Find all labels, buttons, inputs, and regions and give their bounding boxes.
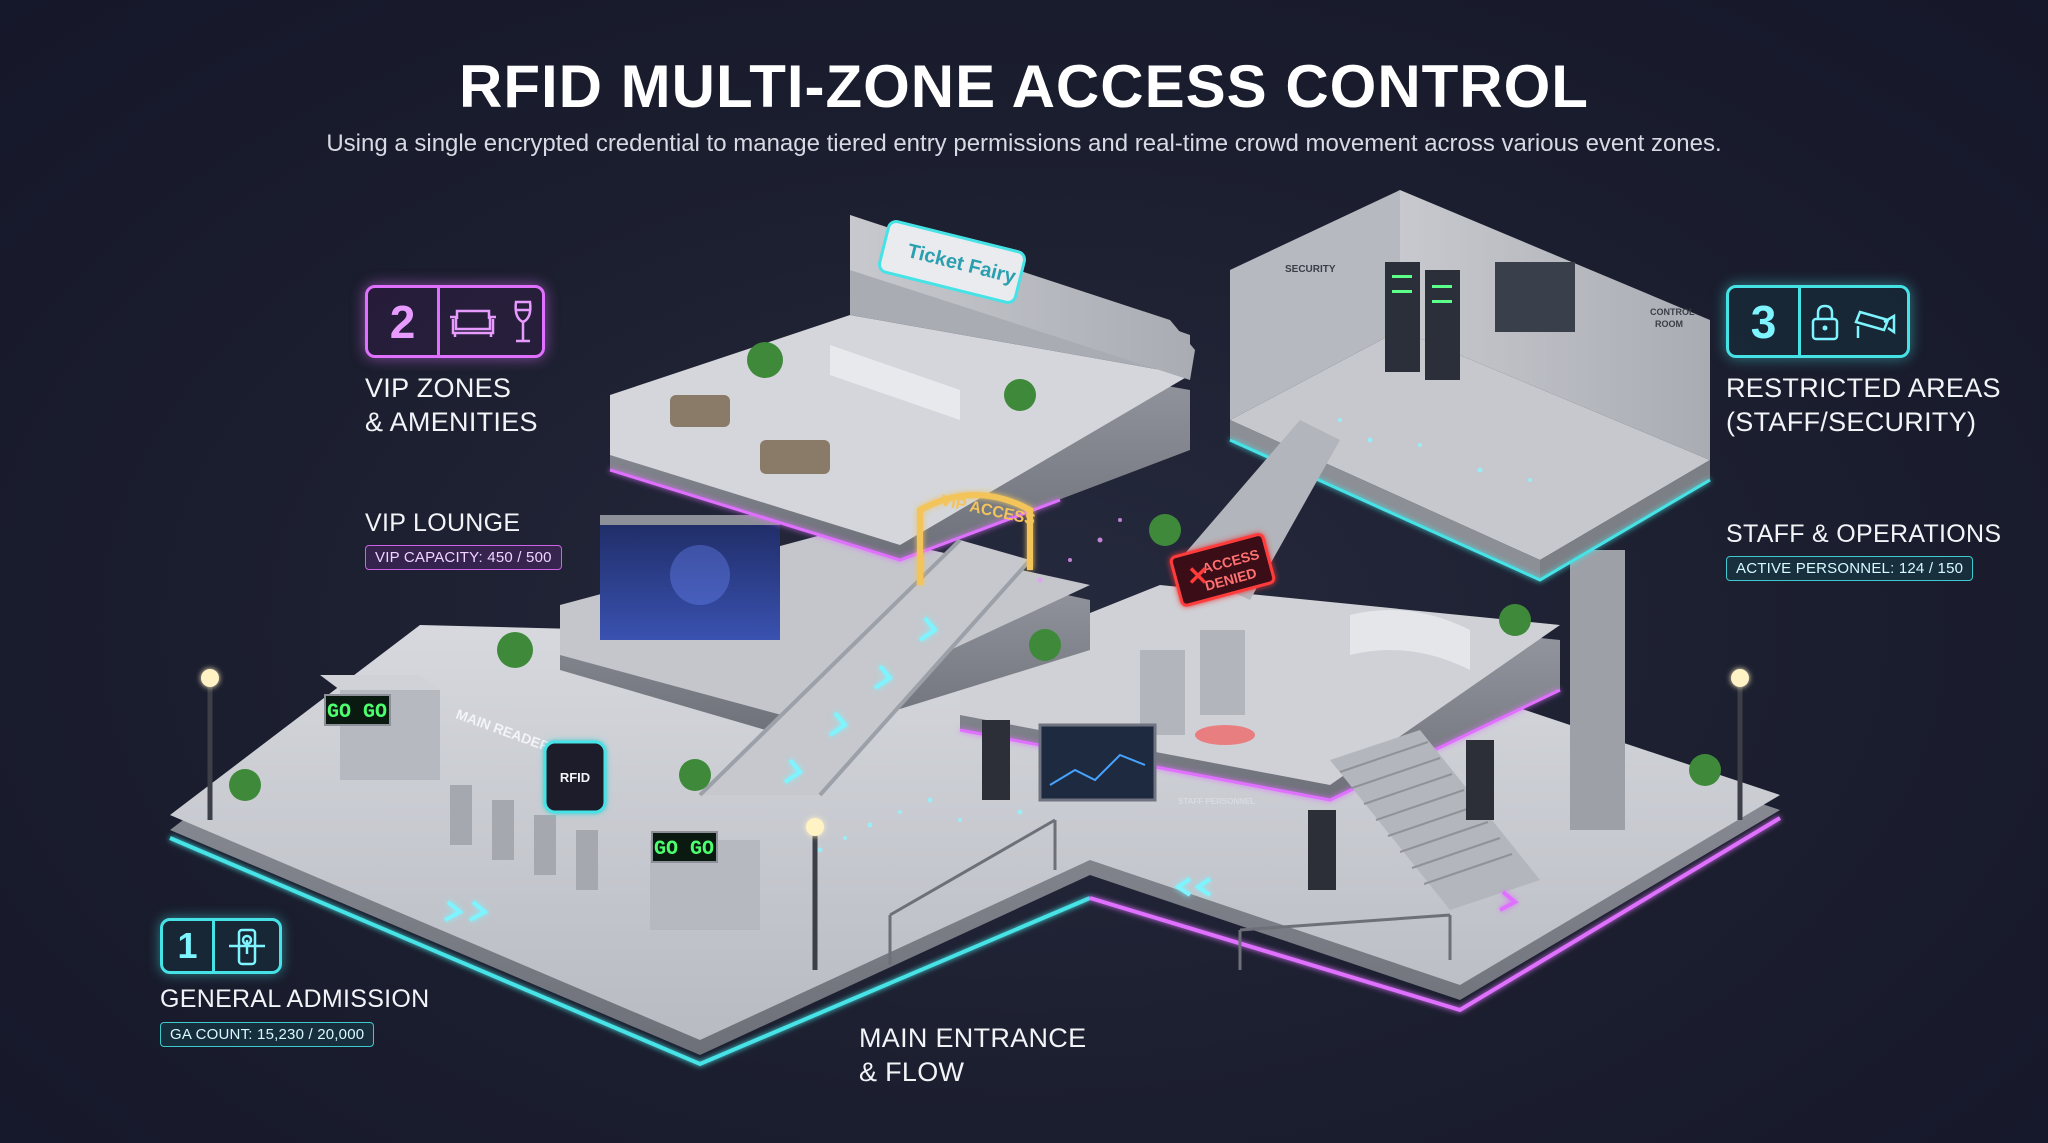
vip-capacity-label: VIP CAPACITY: — [375, 549, 483, 566]
denied-x-icon: ✕ — [1187, 561, 1209, 591]
active-personnel-value: 124 / 150 — [1898, 560, 1964, 577]
staff-operations-label: STAFF & OPERATIONS — [1726, 520, 2002, 548]
ga-count-stat: GA COUNT: 15,230 / 20,000 — [160, 1022, 375, 1047]
zone-3-title-line1: RESTRICTED AREAS — [1726, 373, 2001, 403]
main-entrance-title-line1: MAIN ENTRANCE — [859, 1023, 1087, 1053]
active-personnel-label: ACTIVE PERSONNEL: — [1736, 560, 1895, 577]
vip-ramp — [698, 492, 1033, 797]
control-room — [1175, 190, 1711, 830]
security-camera-icon — [1854, 309, 1896, 338]
control-room-line2: ROOM — [1655, 319, 1683, 329]
control-room-line1: CONTROL — [1650, 307, 1695, 317]
go-sign-right: GO GO — [654, 838, 714, 861]
zone-2-number: 2 — [368, 288, 440, 355]
go-sign-left: GO GO — [327, 701, 387, 724]
zone-2-title-line2: & AMENITIES — [365, 407, 538, 437]
zone-2-badge: 2 — [365, 285, 545, 358]
zone-3-number: 3 — [1729, 288, 1801, 355]
access-gate-area — [1140, 610, 1470, 745]
active-personnel-stat: ACTIVE PERSONNEL: 124 / 150 — [1726, 556, 1974, 581]
street-lamps — [207, 680, 1743, 970]
padlock-icon — [1811, 304, 1839, 340]
turnstile-icon — [229, 928, 265, 966]
speakers — [982, 720, 1494, 890]
wine-glass-icon — [514, 300, 532, 342]
staff-personnel-sign: STAFF PERSONNEL — [1178, 797, 1255, 806]
security-door-sign: SECURITY — [1285, 264, 1336, 275]
main-entrance-title-line2: & FLOW — [859, 1057, 965, 1087]
zone-3-badge: 3 — [1726, 285, 1910, 358]
page-title: RFID MULTI-ZONE ACCESS CONTROL — [459, 53, 1589, 120]
ga-count-label: GA COUNT: — [170, 1026, 253, 1043]
zone-2-title-line1: VIP ZONES — [365, 373, 512, 403]
vip-lounge-label: VIP LOUNGE — [365, 509, 521, 537]
zone-1-badge: 1 — [160, 918, 282, 974]
entrance-turnstiles — [320, 675, 1519, 930]
zone-3-title-line2: (STAFF/SECURITY) — [1726, 407, 1977, 437]
zone-1-title: GENERAL ADMISSION — [160, 985, 430, 1013]
sofa-icon — [450, 309, 496, 337]
vip-capacity-value: 450 / 500 — [487, 549, 552, 566]
ga-count-value: 15,230 / 20,000 — [257, 1026, 365, 1043]
page-subtitle: Using a single encrypted credential to m… — [326, 130, 1722, 157]
zone-1-number: 1 — [163, 921, 215, 971]
rfid-reader-sign: RFID — [560, 770, 590, 785]
staircase-main — [1330, 730, 1540, 910]
vip-capacity-stat: VIP CAPACITY: 450 / 500 — [365, 545, 562, 570]
